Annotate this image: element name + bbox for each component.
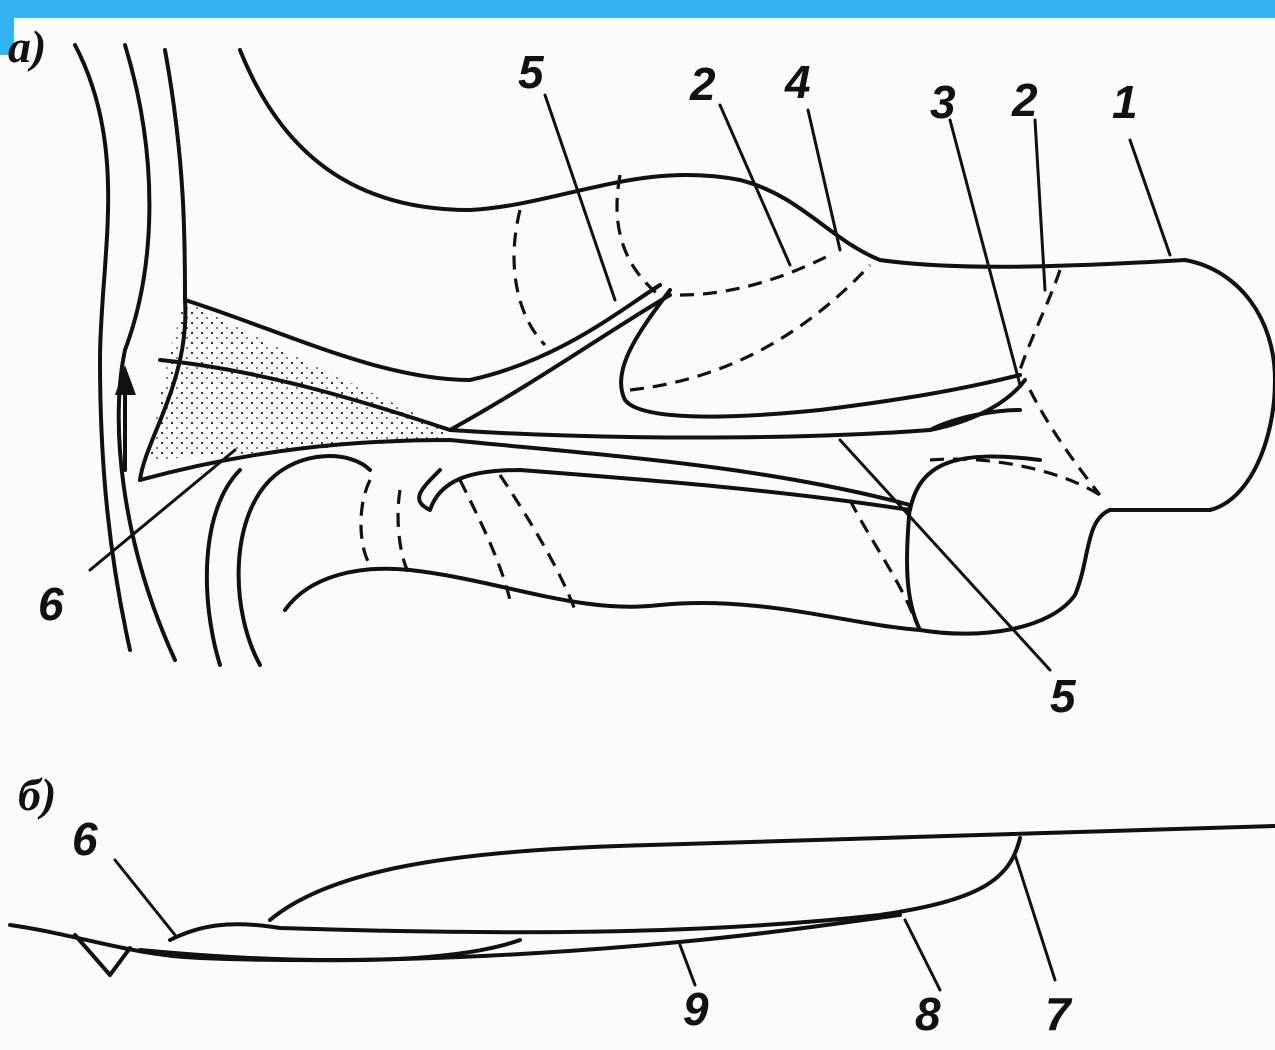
- dashed-line-3: [680, 255, 830, 295]
- label-7: 7: [1045, 988, 1073, 1040]
- leader-6a: [90, 450, 235, 570]
- leader-6b: [115, 860, 175, 935]
- profile-top: [270, 826, 1275, 920]
- panel-b-drawing: [10, 826, 1275, 990]
- label-2-left: 2: [689, 58, 716, 110]
- flow-arrow-icon: [115, 365, 136, 395]
- dashed-line-4: [630, 265, 870, 390]
- fold-inner: [450, 380, 1025, 438]
- leader-1: [1130, 140, 1170, 255]
- label-5-top: 5: [518, 46, 545, 98]
- panel-label-a: a): [8, 21, 46, 72]
- leader-4: [808, 110, 840, 250]
- lower-outer-arc: [207, 470, 240, 665]
- stippled-region: [150, 300, 450, 460]
- dashed-line-6: [1030, 390, 1100, 495]
- lower-inner-arc: [239, 456, 370, 665]
- leader-2a: [720, 105, 790, 265]
- leader-8: [905, 920, 940, 990]
- dashed-line-9: [398, 490, 410, 575]
- label-6-b: 6: [72, 813, 98, 865]
- label-4: 4: [784, 56, 811, 108]
- outer-wall-right: [119, 45, 175, 660]
- profile-inner: [170, 838, 1020, 940]
- leader-9: [680, 945, 695, 985]
- dashed-line-2: [617, 175, 665, 300]
- label-5-bottom: 5: [1050, 670, 1077, 722]
- label-3: 3: [930, 76, 956, 128]
- dashed-line-7: [930, 459, 1100, 495]
- dashed-line-8: [361, 480, 375, 570]
- label-6-a: 6: [38, 578, 64, 630]
- label-2-right: 2: [1011, 74, 1038, 126]
- label-8: 8: [915, 988, 941, 1040]
- label-1: 1: [1112, 76, 1138, 128]
- panel-a-drawing: [75, 45, 1275, 670]
- panel-label-b: б): [18, 769, 56, 820]
- label-9: 9: [683, 983, 709, 1035]
- lower-contour: [285, 510, 1110, 634]
- dashed-line-5: [1020, 270, 1060, 370]
- leader-7: [1015, 855, 1055, 980]
- lower-top-edge: [419, 457, 1040, 510]
- leader-5b: [840, 440, 1050, 670]
- dashed-line-1: [514, 210, 545, 345]
- leader-3: [950, 120, 1020, 385]
